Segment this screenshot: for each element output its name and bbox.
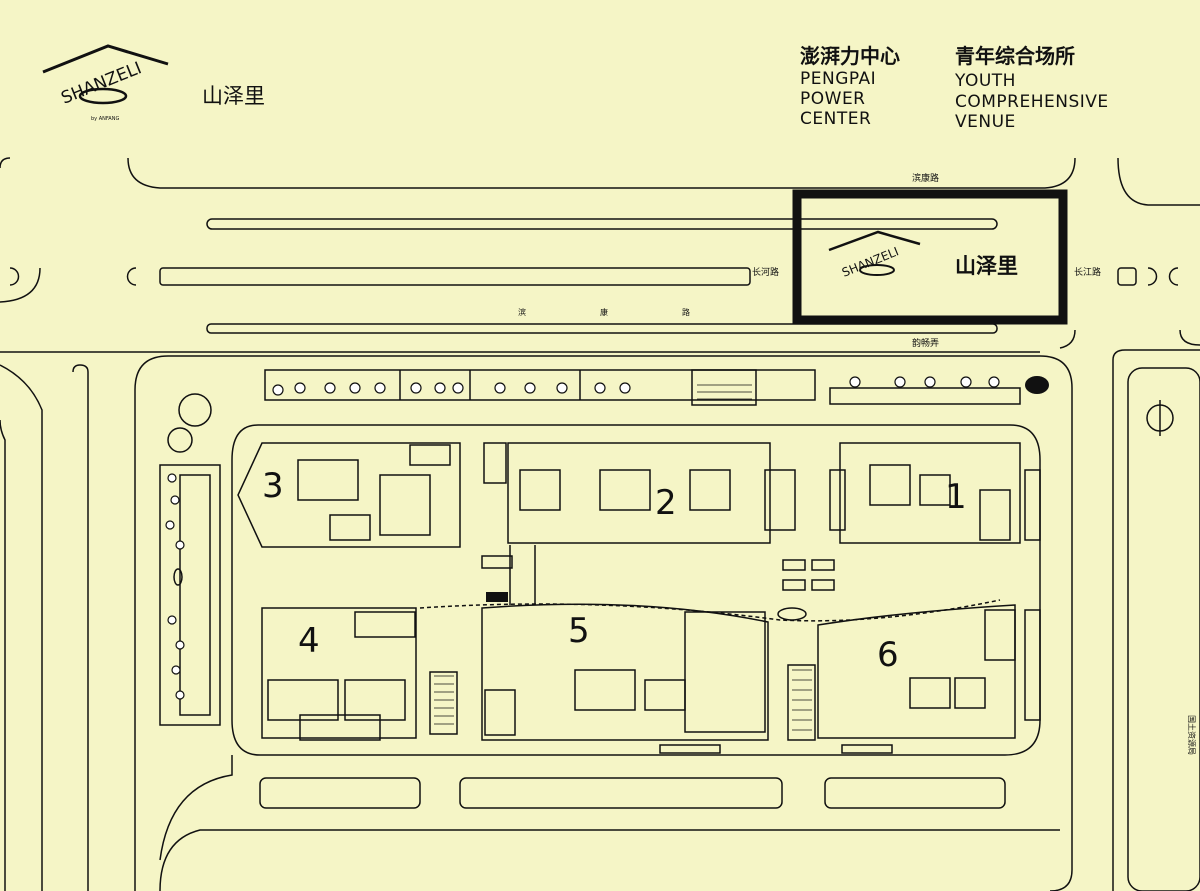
shanzeli-logo: SHANZELI by ANFANG <box>42 44 169 122</box>
road-label-mid-3: 路 <box>682 307 690 317</box>
road-label-right: 长江路 <box>1074 266 1101 278</box>
highlight-name-cn: 山泽里 <box>955 254 1018 278</box>
building-label-3: 3 <box>262 466 284 506</box>
youth-title-en-2: COMPREHENSIVE <box>955 92 1109 112</box>
building-label-6: 6 <box>877 635 899 675</box>
building-label-2: 2 <box>655 483 677 523</box>
road-label-top: 滨康路 <box>912 172 939 184</box>
road-label-left: 长河路 <box>752 266 779 278</box>
road-label-mid-1: 滨 <box>518 307 526 317</box>
youth-title-en-3: VENUE <box>955 112 1016 132</box>
pengpai-title-en-1: PENGPAI <box>800 69 877 89</box>
building-label-4: 4 <box>298 621 320 661</box>
road-label-bottom: 韵畅弄 <box>912 337 939 349</box>
building-label-1: 1 <box>945 477 967 517</box>
pengpai-title-en-2: POWER <box>800 89 866 109</box>
youth-title-en-1: YOUTH <box>955 71 1016 91</box>
logo-text: SHANZELI <box>58 58 144 108</box>
logo-sub: by ANFANG <box>91 116 119 122</box>
road-label-mid-2: 康 <box>600 307 608 317</box>
pengpai-title-cn: 澎湃力中心 <box>800 44 900 68</box>
road-label-east: 国土资源局 <box>1187 715 1197 755</box>
tree-row <box>165 376 1000 700</box>
pengpai-title-en-3: CENTER <box>800 109 872 129</box>
brand-name-cn: 山泽里 <box>202 84 265 108</box>
building-label-5: 5 <box>568 611 590 651</box>
youth-title-cn: 青年综合场所 <box>955 44 1075 68</box>
highlight-frame <box>792 189 1068 325</box>
